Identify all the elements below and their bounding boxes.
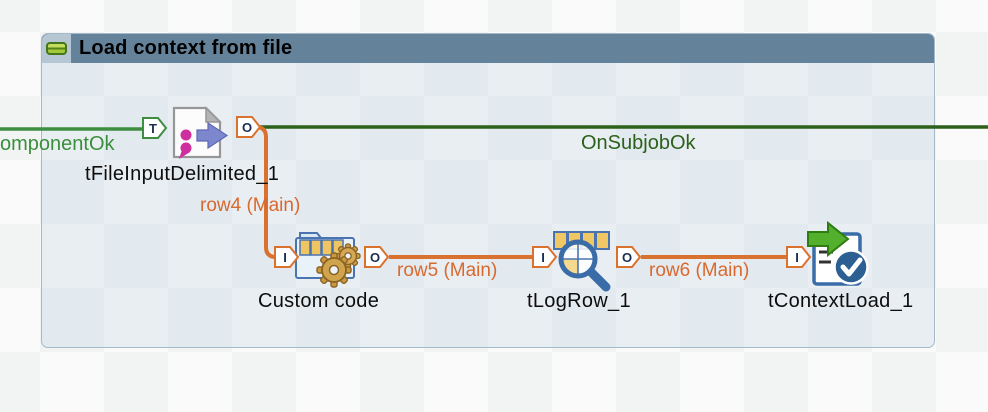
badge-letter: I bbox=[541, 250, 545, 265]
badge-letter: O bbox=[370, 250, 380, 265]
check-circle-icon bbox=[833, 249, 869, 285]
subjob-collapse-button[interactable] bbox=[42, 34, 71, 63]
subjob-titlebar[interactable]: Load context from file bbox=[42, 34, 934, 63]
on-component-ok-label[interactable]: omponentOk bbox=[0, 133, 115, 155]
row4-line[interactable] bbox=[250, 125, 277, 259]
folder-gears-icon[interactable] bbox=[292, 226, 368, 292]
tcontextload-label[interactable]: tContextLoad_1 bbox=[768, 290, 914, 312]
on-subjob-ok-label[interactable]: OnSubjobOk bbox=[581, 132, 696, 154]
badge-letter: O bbox=[622, 250, 632, 265]
row5-label[interactable]: row5 (Main) bbox=[397, 260, 498, 281]
input-connector-badge-customcode[interactable]: I bbox=[274, 245, 300, 269]
output-connector-badge-tfileinput[interactable]: O bbox=[236, 115, 262, 139]
row6-label[interactable]: row6 (Main) bbox=[649, 260, 750, 281]
subjob-load-context[interactable]: Load context from file bbox=[41, 33, 935, 348]
row4-label[interactable]: row4 (Main) bbox=[200, 195, 301, 216]
tfileinputdelimited-label[interactable]: tFileInputDelimited_1 bbox=[85, 163, 280, 185]
file-input-delimited-icon[interactable] bbox=[170, 102, 234, 162]
badge-letter: I bbox=[795, 250, 799, 265]
green-arrow-icon bbox=[807, 220, 850, 258]
subjob-title: Load context from file bbox=[79, 37, 293, 59]
trigger-connector-badge-tfileinput[interactable]: T bbox=[142, 116, 168, 140]
tlogrow-label[interactable]: tLogRow_1 bbox=[527, 290, 631, 312]
input-connector-badge-tcontextload[interactable]: I bbox=[786, 245, 812, 269]
badge-letter: I bbox=[283, 250, 287, 265]
input-connector-badge-tlogrow[interactable]: I bbox=[532, 245, 558, 269]
large-gear-icon bbox=[316, 252, 352, 288]
badge-letter: T bbox=[149, 121, 157, 136]
table-magnifier-icon[interactable] bbox=[548, 226, 620, 292]
collapse-minus-icon bbox=[46, 42, 67, 55]
badge-letter: O bbox=[242, 120, 252, 135]
custom-code-label[interactable]: Custom code bbox=[258, 290, 380, 312]
output-connector-badge-tlogrow[interactable]: O bbox=[616, 245, 642, 269]
output-connector-badge-customcode[interactable]: O bbox=[364, 245, 390, 269]
clipboard-arrow-check-icon[interactable] bbox=[806, 220, 880, 290]
